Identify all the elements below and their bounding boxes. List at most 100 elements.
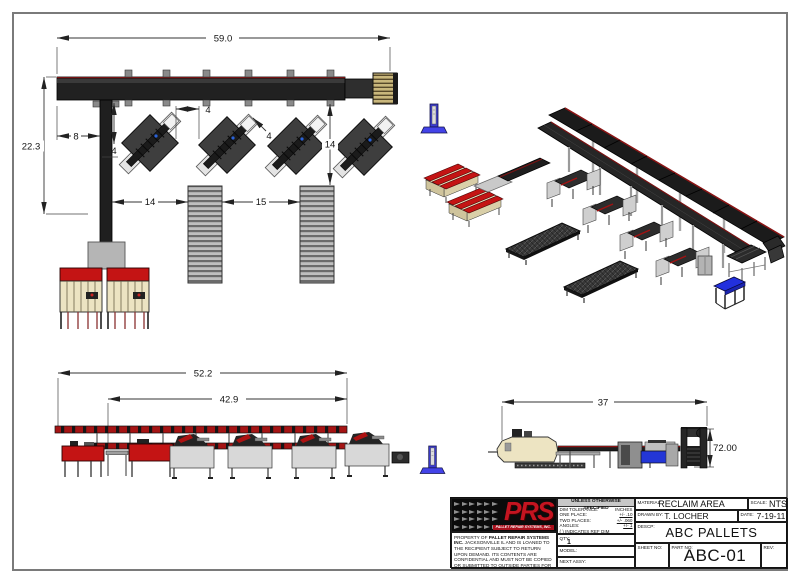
dim-plan-outfeed-depth: 14 <box>325 140 336 151</box>
tol-row-label: ( ) INDICATES REF DIM <box>559 528 610 534</box>
material-value: RECLAIM AREA <box>658 499 725 509</box>
tol-row-value: +/- .10 <box>619 512 633 518</box>
plan-conveyor-mounts <box>92 69 335 108</box>
plan-stackers <box>59 267 150 329</box>
front-workstation-4 <box>344 431 390 478</box>
logo-arrows-icon <box>454 502 510 529</box>
side-elevation: 37 72.00 <box>488 396 739 469</box>
dim-front-inner: 42.9 <box>220 395 239 406</box>
sheet-border <box>12 12 788 571</box>
property-note-lead: PROPERTY OF <box>454 534 489 540</box>
dim-plan-station-gap-b: 4 <box>266 131 271 142</box>
sheet-no-cell: SHEET NO: <box>635 543 669 569</box>
isometric-view <box>420 103 786 310</box>
qty-value: 1 <box>567 539 571 546</box>
dim-plan-infeed-offset: 8 <box>73 132 78 143</box>
tol-row-label: TWO PLACES: <box>559 517 591 523</box>
property-note-body: JACKSONVILLE IL AND IS LOANED TO THE REC… <box>454 540 552 569</box>
tol-row-value: INCHES <box>615 506 633 512</box>
front-control-pedestal <box>419 445 446 474</box>
plan-transfer-box <box>87 241 126 270</box>
tol-row-label: ANGLES: <box>559 523 580 529</box>
dim-plan-col-gap: 4 <box>111 146 116 157</box>
side-trim-machine <box>617 440 679 469</box>
plan-trim-station-3 <box>264 114 328 178</box>
iso-control-pedestal <box>420 103 448 134</box>
date-label: DATE: <box>740 511 754 517</box>
date-value: 7-19-11 <box>756 511 786 521</box>
next-assy-label: NEXT ASSY: <box>559 558 586 564</box>
property-note: PROPERTY OF PALLET REPAIR SYSTEMS INC. J… <box>451 532 557 569</box>
date-cell: DATE: 7-19-11 <box>738 510 788 522</box>
dim-plan-overall-depth: 22.3 <box>22 142 41 153</box>
description-value: ABC PALLETS <box>665 525 758 540</box>
tol-row-label: DIM TOLERANCE: <box>559 506 599 512</box>
scale-label: SCALE: <box>750 499 767 505</box>
description-label: DESCP: <box>637 523 655 529</box>
part-no-label: PART NO: <box>671 544 693 550</box>
plan-dimensions: 59.0 22.3 8 4 4 4 14 14 <box>18 32 391 215</box>
front-workstation-2 <box>227 433 273 480</box>
sheet-no-label: SHEET NO: <box>637 544 663 550</box>
side-bandsaw <box>488 429 601 469</box>
iso-main-conveyor <box>537 107 785 258</box>
plan-trim-station-1 <box>118 111 182 175</box>
model-cell: MODEL: <box>557 546 635 557</box>
scale-value: NTS <box>769 499 787 509</box>
plan-main-conveyor <box>56 69 398 108</box>
front-elevation: 52.2 42.9 <box>54 367 446 480</box>
dim-plan-overall-length: 59.0 <box>214 34 233 45</box>
material-label: MATERIAL: <box>637 499 662 505</box>
part-no-value: ABC-01 <box>683 546 747 565</box>
iso-workstation-2 <box>582 194 637 234</box>
iso-discharge-area <box>697 235 786 310</box>
qty-cell: QTY: 1 <box>557 534 635 546</box>
tol-row-value: +/- .060 <box>616 517 633 523</box>
front-red-machine-1 <box>61 441 105 477</box>
drawn-by-label: DRAWN BY: <box>637 511 664 517</box>
iso-workstation-1 <box>546 168 601 208</box>
iso-workstation-3 <box>619 220 674 260</box>
model-label: MODEL: <box>559 547 578 553</box>
side-blue-unit <box>640 450 668 464</box>
plan-roller-conveyor-1 <box>187 185 223 284</box>
drawn-by-cell: DRAWN BY: T. LOCHER <box>635 510 738 522</box>
front-workstation-3 <box>291 433 337 480</box>
front-line <box>54 425 410 480</box>
dim-plan-bay-left: 14 <box>145 197 156 208</box>
dim-plan-bay-right: 15 <box>256 197 267 208</box>
plan-trim-station-2 <box>195 113 259 177</box>
front-red-machine-2 <box>128 439 174 477</box>
front-table <box>105 450 129 476</box>
dim-side-height: 72.00 <box>713 443 737 454</box>
plan-trim-station-4 <box>332 115 396 179</box>
tol-row-label: ONE PLACE: <box>559 512 588 518</box>
prs-logo: PRS PALLET REPAIR SYSTEMS, INC. <box>451 498 557 532</box>
iso-mesh-platform-2 <box>563 260 639 304</box>
description-cell: DESCP: ABC PALLETS <box>635 522 788 543</box>
rev-label: REV: <box>763 544 775 550</box>
title-block: PRS PALLET REPAIR SYSTEMS, INC. PROPERTY… <box>450 497 788 569</box>
iso-pallet-table <box>726 244 767 283</box>
next-assy-cell: NEXT ASSY: <box>557 557 635 569</box>
logo-brand: PRS <box>504 498 554 526</box>
side-stacker-tower <box>680 427 708 469</box>
dim-front-overall: 52.2 <box>194 369 213 380</box>
iso-mesh-platform-1 <box>505 222 581 266</box>
part-no-cell: PART NO: ABC-01 <box>669 543 761 569</box>
front-dimensions: 52.2 42.9 <box>57 367 348 447</box>
property-note-brand: PALLET REPAIR SYSTEMS INC. <box>454 534 549 546</box>
rev-cell: REV: <box>761 543 788 569</box>
iso-blue-cart <box>713 276 746 310</box>
iso-stacker-group <box>423 157 551 228</box>
scale-cell: SCALE: NTS <box>748 498 788 510</box>
plan-roller-conveyor-2 <box>299 185 335 284</box>
tolerance-header: UNLESS OTHERWISE SPECIFIED <box>558 499 634 511</box>
qty-label: QTY: <box>559 535 570 541</box>
drawn-by-value: T. LOCHER <box>664 511 709 521</box>
tolerance-block: UNLESS OTHERWISE SPECIFIED DIM TOLERANCE… <box>557 498 635 534</box>
iso-transfer-plate <box>473 175 513 193</box>
material-cell: MATERIAL: RECLAIM AREA <box>635 498 748 510</box>
plan-feed-column <box>87 99 126 270</box>
